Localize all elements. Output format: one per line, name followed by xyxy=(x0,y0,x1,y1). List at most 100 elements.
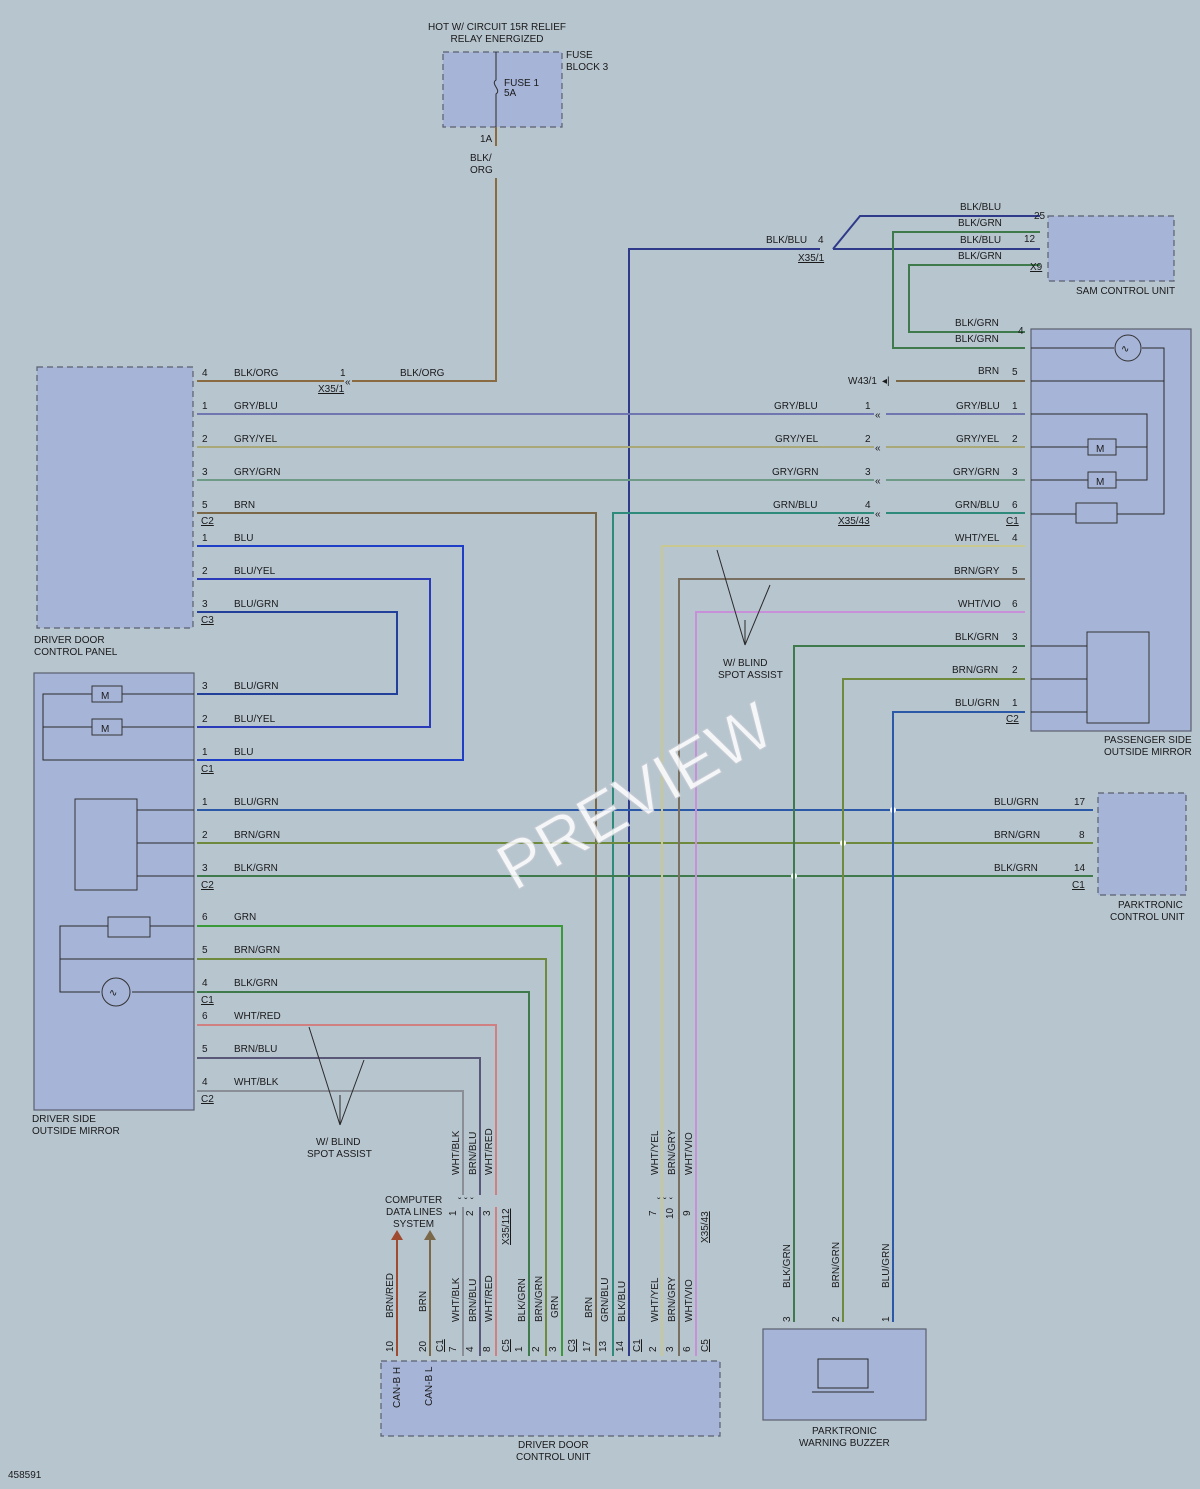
park-pin-14: 14 xyxy=(1074,863,1086,874)
driver-door-control-panel xyxy=(36,366,194,629)
wire-label-blk-grn-a: BLK/GRN xyxy=(958,218,1002,229)
dsom-heater-wiring xyxy=(59,925,194,993)
ddcu-wire-brn-red: BRN/RED xyxy=(385,1273,396,1318)
wire-grn-ddcu xyxy=(197,925,563,1356)
bsa-upper-label-1: W/ BLIND xyxy=(723,658,767,669)
wire-wht-yel-psom xyxy=(661,545,1025,1356)
heater-lamp-icon xyxy=(1114,334,1142,362)
wire-label-blk-grn-r: BLK/GRN xyxy=(955,632,999,643)
wire-label-gry-yel-m: GRY/YEL xyxy=(775,434,819,445)
connector-pin-1: 1 xyxy=(340,368,346,379)
wire-label-gry-blu-l: GRY/BLU xyxy=(234,401,278,412)
ddcu-wire-brn-2: BRN xyxy=(584,1297,595,1318)
ddcu-pin-17: 17 xyxy=(582,1340,593,1352)
wire-brn-blu-ddcu xyxy=(197,1057,481,1356)
psom-pin-6-a: 6 xyxy=(1012,500,1018,511)
ddcp-pin-3: 3 xyxy=(202,467,208,478)
park-label-2: CONTROL UNIT xyxy=(1110,912,1185,923)
x35-43-connectors-3: « xyxy=(875,476,881,487)
ddcu-label-2: CONTROL UNIT xyxy=(516,1452,591,1463)
dsom-c1-pin-2: 2 xyxy=(202,714,208,725)
ddcu-conn-c1-a: C1 xyxy=(435,1339,446,1352)
dsom-bsa-module xyxy=(74,798,138,891)
wire-blk-grn-ddcu xyxy=(197,991,530,1356)
x35-43-pin-3: 3 xyxy=(865,467,871,478)
bsa-lower-label-2: SPOT ASSIST xyxy=(307,1149,372,1160)
psom-label-2: OUTSIDE MIRROR xyxy=(1104,747,1192,758)
ddcu-wire-wht-yel: WHT/YEL xyxy=(650,1277,661,1322)
x35-112-pin-1: 1 xyxy=(448,1210,459,1216)
dsom-module-wiring xyxy=(137,809,194,877)
sam-label: SAM CONTROL UNIT xyxy=(1076,286,1175,297)
ddcu-pin-2: 2 xyxy=(531,1346,542,1352)
psom-label-1: PASSENGER SIDE xyxy=(1104,735,1192,746)
wire-label-blu-yel-1: BLU/YEL xyxy=(234,566,276,577)
ddcu-conn-c3: C3 xyxy=(567,1339,578,1352)
dsom-resistor xyxy=(107,916,151,938)
park-label-1: PARKTRONIC xyxy=(1118,900,1183,911)
parktronic-warning-buzzer xyxy=(762,1328,927,1421)
dsom-c1b-pin-5: 5 xyxy=(202,945,208,956)
fuse-block-label-2: BLOCK 3 xyxy=(566,62,609,73)
wire-label-gry-grn-l: GRY/GRN xyxy=(234,467,281,478)
ground-label: W43/1 xyxy=(848,376,877,387)
wire-label-blk-org-2: BLK/ORG xyxy=(234,368,279,379)
ddcu-wire-blk-blu: BLK/BLU xyxy=(617,1281,628,1322)
psom-pin-3-b: 3 xyxy=(1012,632,1018,643)
ddcp-c3-pin-1: 1 xyxy=(202,533,208,544)
connector-c1-psom: C1 xyxy=(1006,516,1019,527)
motor-label-3: M xyxy=(101,691,109,702)
psom-pin-4-b: 4 xyxy=(1012,533,1018,544)
dsom-motor-wiring xyxy=(42,693,194,761)
buzz-label-2: WARNING BUZZER xyxy=(799,1438,890,1449)
wire-label-brn-gry-v: BRN/GRY xyxy=(667,1129,678,1175)
wire-label-blu-grn-2: BLU/GRN xyxy=(234,681,278,692)
wire-label-blk-grn-b: BLK/GRN xyxy=(958,251,1002,262)
power-hot-label: HOT W/ CIRCUIT 15R RELIEF xyxy=(428,22,566,33)
ddcu-wire-brn-blu: BRN/BLU xyxy=(468,1279,479,1322)
x35-43b-pin-9: 9 xyxy=(682,1210,693,1216)
wire-label-blk-grn-park: BLK/GRN xyxy=(994,863,1038,874)
bsa-upper-label-2: SPOT ASSIST xyxy=(718,670,783,681)
wire-label-wht-blk-v: WHT/BLK xyxy=(451,1130,462,1175)
connector-c2-dsom-b: C2 xyxy=(201,1094,214,1105)
dsom-motor-1 xyxy=(91,685,123,703)
wire-label-blu-grn-buzz: BLU/GRN xyxy=(881,1244,892,1288)
dsom-c1b-pin-4: 4 xyxy=(202,978,208,989)
ddcu-conn-c1-b: C1 xyxy=(632,1339,643,1352)
wire-brn-grn-psom xyxy=(842,678,1025,1322)
wire-label-gry-grn-m: GRY/GRN xyxy=(772,467,819,478)
can-h-arrow-icon xyxy=(391,1230,403,1240)
wire-label-brn-grn-buzz: BRN/GRN xyxy=(831,1242,842,1288)
ddcu-pin-4: 4 xyxy=(465,1346,476,1352)
buzz-pin-1: 1 xyxy=(881,1316,892,1322)
connector-symbol: « xyxy=(345,377,351,388)
x35-43b-connector-glyphs: ˇ ˇ ˇ xyxy=(657,1196,673,1208)
ddcu-wire-brn-gry: BRN/GRY xyxy=(667,1276,678,1322)
wire-label-blk-grn-c: BLK/GRN xyxy=(955,318,999,329)
ddcu-wire-brn-1: BRN xyxy=(418,1291,429,1312)
wire-label-blk-blu-a: BLK/BLU xyxy=(960,202,1001,213)
wire-label-gry-grn-r: GRY/GRN xyxy=(953,467,1000,478)
wire-label-brn-grn-2: BRN/GRN xyxy=(234,945,280,956)
driver-side-outside-mirror xyxy=(33,672,195,1111)
psom-internal-wiring xyxy=(1031,347,1165,515)
ground-symbol: ◂| xyxy=(882,376,890,387)
psom-motor-2 xyxy=(1087,471,1117,489)
can-l-label: CAN-B L xyxy=(424,1366,435,1406)
connector-x35-43-b: X35/43 xyxy=(700,1211,711,1243)
wire-label-blu-grn-park: BLU/GRN xyxy=(994,797,1038,808)
diagram-id: 458591 xyxy=(8,1470,42,1481)
ddcu-pin-3: 3 xyxy=(548,1346,559,1352)
x35-43-connectors-2: « xyxy=(875,443,881,454)
bsa-arrow-upper xyxy=(716,549,771,646)
psom-module-wiring xyxy=(1031,645,1087,713)
x35-1-pin-4: 4 xyxy=(818,235,824,246)
psom-pin-1-a: 1 xyxy=(1012,401,1018,412)
wire-label-brn-ground: BRN xyxy=(978,366,999,377)
park-pin-17: 17 xyxy=(1074,797,1086,808)
dsom-c2-pin-2: 2 xyxy=(202,830,208,841)
connector-c1-park: C1 xyxy=(1072,880,1085,891)
ddcu-pin-20: 20 xyxy=(418,1340,429,1352)
fuse-block-3 xyxy=(442,51,563,128)
